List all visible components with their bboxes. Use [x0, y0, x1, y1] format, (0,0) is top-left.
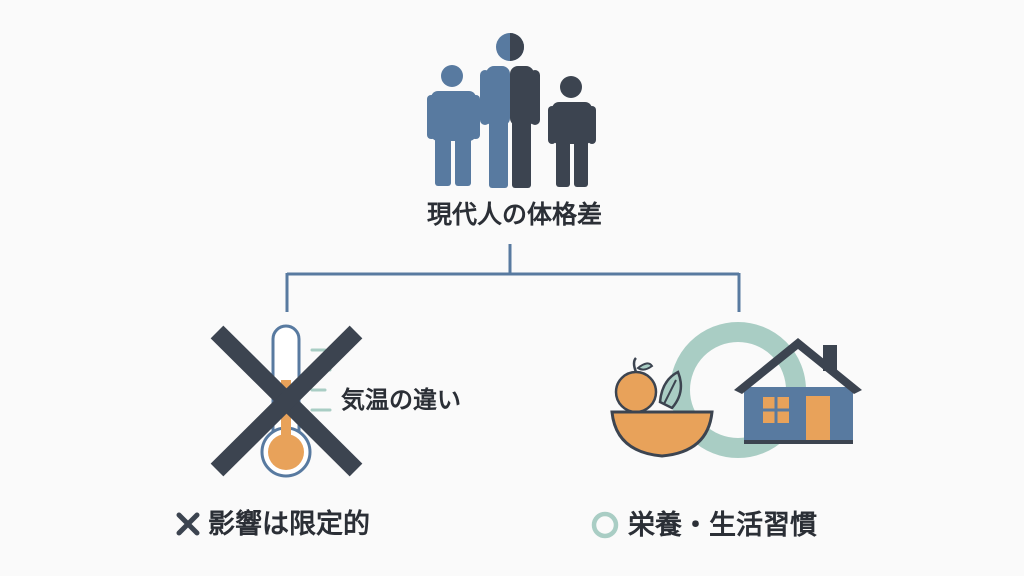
right-caption-text: 栄養・生活習慣	[628, 509, 817, 541]
circle-mark-icon	[591, 511, 619, 539]
food-bowl-icon	[610, 357, 714, 458]
person-left	[427, 65, 480, 186]
right-caption: 栄養・生活習慣	[590, 510, 817, 540]
person-right	[548, 76, 596, 187]
house-icon	[734, 338, 862, 444]
people-icon	[427, 33, 596, 188]
cross-icon	[210, 325, 363, 477]
person-center	[480, 33, 540, 188]
temperature-label: 気温の違い	[341, 386, 461, 414]
left-caption: 影響は限定的	[174, 510, 370, 538]
left-caption-text: 影響は限定的	[208, 508, 370, 540]
root-label: 現代人の体格差	[427, 200, 603, 229]
connector-lines	[285, 244, 741, 312]
x-mark-icon	[176, 512, 200, 536]
